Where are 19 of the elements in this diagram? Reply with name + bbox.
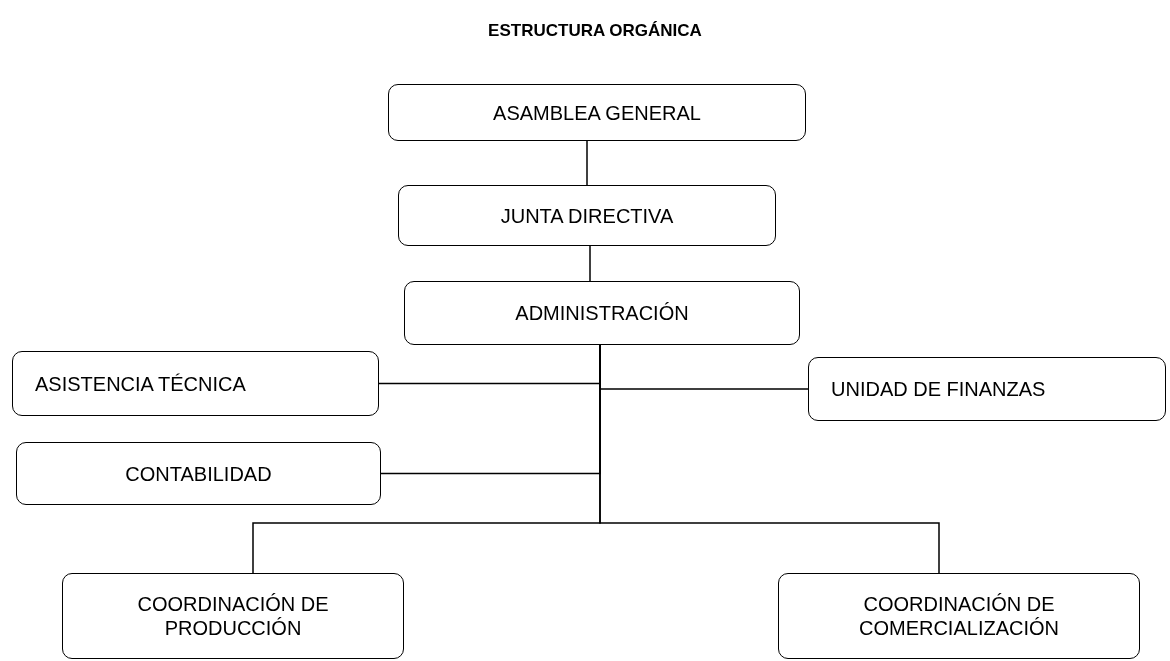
org-box <box>16 442 381 505</box>
box-label: JUNTA DIRECTIVA <box>500 203 674 228</box>
org-box <box>12 351 379 416</box>
box-label: COORDINACIÓN DE PRODUCCIÓN <box>136 592 330 640</box>
connector-line <box>586 140 588 186</box>
org-box <box>808 357 1166 421</box>
box-label: ASAMBLEA GENERAL <box>493 100 701 125</box>
box-label: ADMINISTRACIÓN <box>515 301 689 325</box>
connector-line <box>589 245 591 282</box>
org-box <box>398 185 776 246</box>
org-box <box>778 573 1140 659</box>
org-box <box>388 84 806 141</box>
box-label: UNIDAD DE FINANZAS <box>831 377 1046 401</box>
diagram-title: ESTRUCTURA ORGÁNICA <box>487 20 703 42</box>
box-label: COORDINACIÓN DE COMERCIALIZACIÓN <box>858 592 1060 640</box>
box-label: CONTABILIDAD <box>125 461 272 486</box>
org-box <box>404 281 800 345</box>
org-box <box>62 573 404 659</box>
box-label: ASISTENCIA TÉCNICA <box>35 371 246 396</box>
